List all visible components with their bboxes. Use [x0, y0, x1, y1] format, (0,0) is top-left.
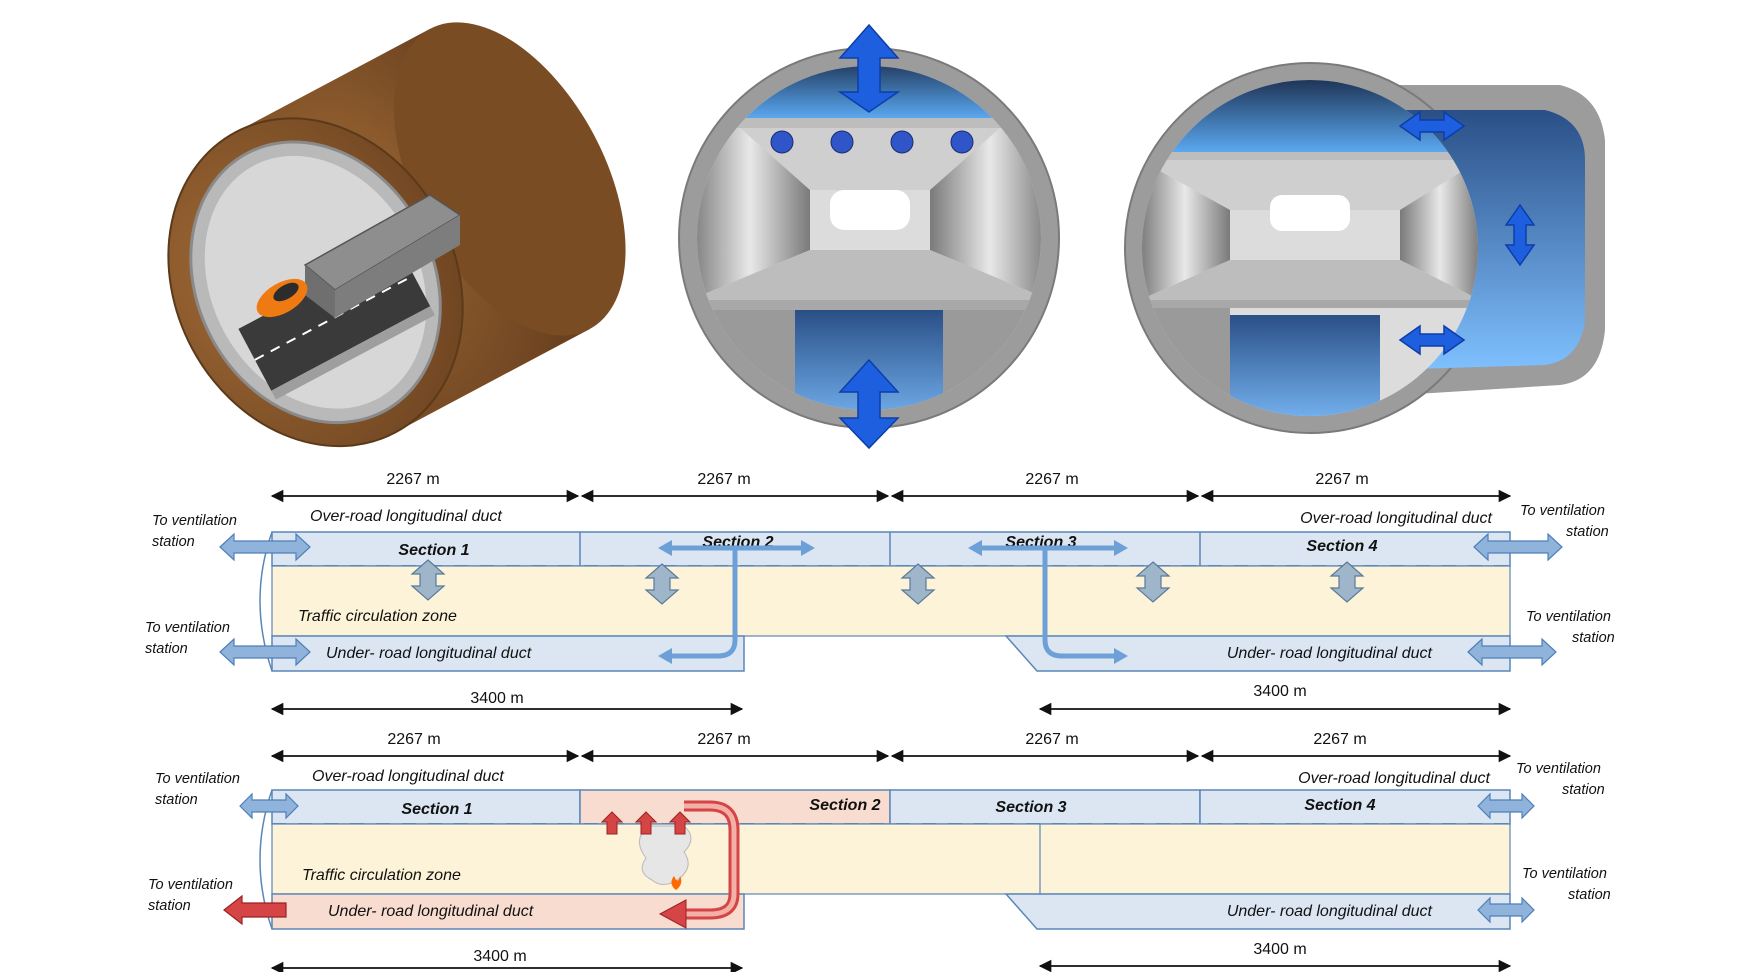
under-road-duct-label: Under- road longitudinal duct	[326, 645, 532, 662]
over-road-duct-section3	[889, 789, 1201, 825]
over-road-duct-label: Over-road longitudinal duct	[1300, 510, 1492, 527]
vent-station-label: station	[1566, 524, 1609, 540]
vent-station-label: To ventilation	[1522, 866, 1607, 882]
over-road-duct-label: Over-road longitudinal duct	[310, 508, 502, 525]
vent-station-label: To ventilation	[1526, 609, 1611, 625]
vent-arrow-br	[1467, 637, 1557, 667]
extraction-arrow	[668, 811, 692, 835]
traffic-zone	[271, 565, 1511, 637]
dim-label: 2267 m	[1025, 731, 1078, 748]
tunnel-3d-illustration	[167, 22, 626, 448]
fire-icon	[671, 876, 682, 890]
vent-arrow-tr	[1473, 532, 1563, 562]
vent-arrow-bl	[219, 637, 311, 667]
section-label: Section 3	[995, 799, 1066, 816]
vent-station-label: station	[152, 534, 195, 550]
traffic-zone-label: Traffic circulation zone	[302, 867, 461, 884]
over-road-duct-label: Over-road longitudinal duct	[1298, 770, 1490, 787]
schematic-fire: 2267 m 2267 m 2267 m 2267 m 3400 m 3400 …	[148, 731, 1611, 972]
dim-label: 2267 m	[387, 731, 440, 748]
vent-station-label: station	[1572, 630, 1615, 646]
vent-station-label: station	[1568, 887, 1611, 903]
cross-section-side-duct	[1124, 62, 1605, 434]
under-road-duct-right	[1004, 893, 1511, 930]
dim-label: 3400 m	[1253, 683, 1306, 700]
under-road-duct-label: Under- road longitudinal duct	[1227, 903, 1433, 920]
dim-label: 2267 m	[1025, 471, 1078, 488]
vent-arrow-tr	[1477, 792, 1535, 820]
over-road-duct	[271, 531, 1511, 567]
vent-arrow-tl	[219, 532, 311, 562]
vent-station-label: To ventilation	[1520, 503, 1605, 519]
vent-station-label: To ventilation	[148, 877, 233, 893]
vent-arrow-br	[1477, 896, 1535, 924]
vent-arrow-tl	[239, 792, 299, 820]
schematic-normal: 2267 m 2267 m 2267 m 2267 m 3400 m 3400 …	[145, 471, 1615, 716]
vent-station-label: station	[145, 641, 188, 657]
dim-label: 3400 m	[470, 690, 523, 707]
extraction-arrow	[634, 811, 658, 835]
dim-label: 2267 m	[1315, 471, 1368, 488]
extraction-arrow	[600, 811, 624, 835]
exchange-arrow	[900, 563, 936, 605]
dim-label: 2267 m	[697, 471, 750, 488]
under-road-duct-right	[1004, 635, 1511, 672]
traffic-zone	[271, 823, 1511, 895]
dim-label: 3400 m	[1253, 941, 1306, 958]
exchange-arrow	[410, 559, 446, 601]
traffic-zone-label: Traffic circulation zone	[298, 608, 457, 625]
section-label: Section 2	[809, 797, 880, 814]
under-road-duct-label: Under- road longitudinal duct	[1227, 645, 1433, 662]
under-road-duct-label: Under- road longitudinal duct	[328, 903, 534, 920]
cross-section-vertical-ducts	[678, 23, 1060, 450]
vent-station-label: station	[155, 792, 198, 808]
smoke-exhaust-arrow	[223, 894, 287, 926]
section-label: Section 4	[1306, 538, 1377, 555]
exchange-arrow	[1135, 561, 1171, 603]
vent-station-label: To ventilation	[1516, 761, 1601, 777]
vent-station-label: station	[1562, 782, 1605, 798]
dim-label: 3400 m	[473, 948, 526, 965]
vent-station-label: To ventilation	[152, 513, 237, 529]
smoke-plume	[639, 825, 692, 885]
vent-station-label: To ventilation	[145, 620, 230, 636]
exchange-arrow	[1329, 561, 1365, 603]
section-label: Section 1	[398, 542, 469, 559]
over-road-duct-label: Over-road longitudinal duct	[312, 768, 504, 785]
dim-label: 2267 m	[697, 731, 750, 748]
vent-station-label: To ventilation	[155, 771, 240, 787]
vent-station-label: station	[148, 898, 191, 914]
exchange-arrow	[644, 563, 680, 605]
section-label: Section 1	[401, 801, 472, 818]
dim-label: 2267 m	[1313, 731, 1366, 748]
dim-label: 2267 m	[386, 471, 439, 488]
section-label: Section 4	[1304, 797, 1375, 814]
over-road-duct-section4	[1199, 789, 1511, 825]
